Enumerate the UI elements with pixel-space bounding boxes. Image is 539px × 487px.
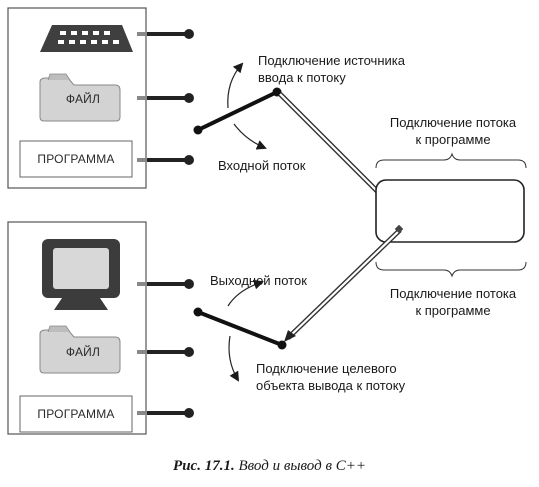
- output-target-label-line1: Подключение целевого: [256, 361, 397, 376]
- input-source-label-line2: ввода к потоку: [258, 70, 346, 85]
- input-rotation-arrows: [227, 62, 267, 150]
- output-rotation-arrows: [227, 279, 264, 382]
- keyboard-icon: [40, 25, 133, 52]
- program-top-label-line1: Подключение потока: [389, 115, 517, 130]
- program-box: [19, 395, 133, 433]
- program-label: ПРОГРАММА: [37, 407, 115, 421]
- monitor-icon: [42, 239, 120, 310]
- input-stream-label: Входной поток: [218, 158, 306, 173]
- input-stream-switch: [193, 87, 398, 212]
- file-folder-icon: [39, 325, 121, 374]
- file-label: ФАЙЛ: [65, 92, 101, 106]
- figure-caption: Рис. 17.1. Ввод и вывод в C++: [0, 458, 539, 475]
- caption-text: Ввод и вывод в C++: [238, 458, 366, 474]
- program-connection: [375, 179, 525, 243]
- file-label: ФАЙЛ: [65, 345, 101, 359]
- output-target-label-line2: объекта вывода к потоку: [256, 378, 406, 393]
- file-folder-icon: [39, 73, 121, 122]
- brace-top: [375, 152, 527, 169]
- output-stream-label: Выходной поток: [210, 273, 307, 288]
- program-box: [19, 140, 133, 178]
- brace-bottom: [375, 261, 527, 278]
- output-stream-switch: [193, 224, 404, 350]
- caption-number: Рис. 17.1.: [173, 458, 235, 474]
- program-label: ПРОГРАММА: [37, 152, 115, 166]
- program-bottom-label-line1: Подключение потока: [389, 286, 517, 301]
- input-source-label-line1: Подключение источника: [258, 53, 405, 68]
- program-bottom-label-line2: к программе: [415, 303, 491, 318]
- program-top-label-line2: к программе: [415, 132, 491, 147]
